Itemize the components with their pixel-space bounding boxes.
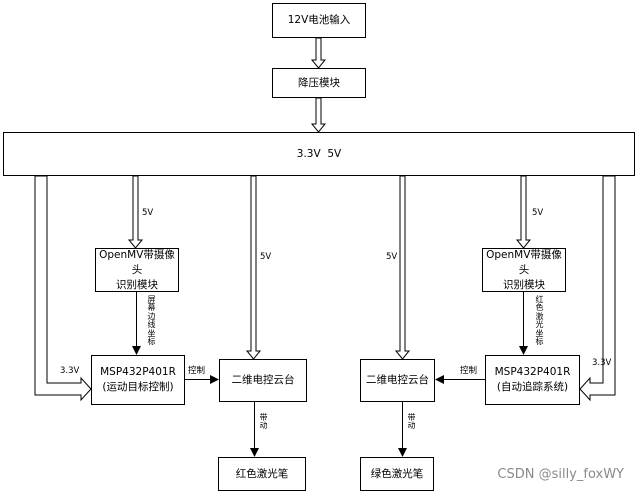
openmv-right-label: OpenMV带摄像头 识别模块: [486, 248, 562, 291]
red-laser-box: 红色激光笔: [218, 457, 306, 491]
csdn-watermark: CSDN @silly_foxWY: [497, 467, 624, 482]
arrowhead-msp-right-control: [435, 375, 444, 384]
edge-label-5v-gimbal-right: 5V: [386, 252, 398, 262]
edge-label-3v3-msp-right: 3.3V: [592, 358, 612, 368]
arrowhead-msp-left-control: [210, 375, 219, 384]
arrow-bus-to-msp-left: [34, 175, 92, 402]
openmv-left-box: OpenMV带摄像头 识别模块: [95, 248, 179, 292]
arrow-bus-to-gimbal-right: [394, 175, 411, 360]
edge-label-5v-openmv-right: 5V: [532, 208, 544, 218]
gimbal-left-label: 二维电控云台: [231, 374, 295, 386]
power-bus-box: 3.3V 5V: [3, 132, 635, 176]
arrowhead-gimbal-left-to-laser: [250, 448, 259, 457]
battery-input-box: 12V电池输入: [272, 3, 366, 38]
arrow-battery-to-buck: [310, 37, 327, 69]
edge-label-red-laser-coords: 红色激光坐标: [535, 295, 544, 347]
edge-label-screen-edge-coords: 屏幕边线坐标: [147, 295, 156, 347]
power-bus-label: 3.3V 5V: [296, 147, 342, 160]
edge-label-5v-gimbal-left: 5V: [260, 252, 272, 262]
arrowhead-openmv-left-to-msp: [132, 346, 141, 355]
openmv-left-label: OpenMV带摄像头 识别模块: [99, 248, 175, 291]
battery-input-label: 12V电池输入: [287, 14, 351, 26]
msp-right-box: MSP432P401R (自动追踪系统): [485, 355, 580, 405]
edge-label-drive-right: 带动: [407, 413, 416, 431]
arrow-buck-to-bus: [310, 97, 327, 133]
gimbal-left-box: 二维电控云台: [219, 359, 307, 402]
arrowhead-openmv-right-to-msp: [519, 346, 528, 355]
arrowhead-gimbal-right-to-laser: [398, 448, 407, 457]
edge-label-control-left: 控制: [188, 366, 206, 376]
buck-module-label: 降压模块: [298, 76, 340, 89]
msp-right-label: MSP432P401R (自动追踪系统): [494, 366, 571, 393]
msp-left-box: MSP432P401R (运动目标控制): [91, 355, 185, 405]
edge-label-3v3-msp-left: 3.3V: [60, 366, 80, 376]
green-laser-label: 绿色激光笔: [370, 467, 424, 480]
arrow-bus-to-msp-right: [579, 175, 616, 402]
edge-label-control-right: 控制: [460, 366, 478, 376]
openmv-right-box: OpenMV带摄像头 识别模块: [482, 248, 566, 292]
buck-module-box: 降压模块: [272, 68, 366, 98]
gimbal-right-box: 二维电控云台: [360, 359, 435, 402]
arrow-bus-to-gimbal-left: [245, 175, 262, 360]
arrow-bus-to-openmv-right: [515, 175, 532, 249]
green-laser-box: 绿色激光笔: [360, 457, 434, 491]
gimbal-right-label: 二维电控云台: [366, 374, 429, 386]
edge-label-drive-left: 带动: [259, 413, 268, 431]
arrow-bus-to-openmv-left: [127, 175, 144, 249]
edge-label-5v-openmv-left: 5V: [142, 208, 154, 218]
msp-left-label: MSP432P401R (运动目标控制): [100, 366, 176, 393]
red-laser-label: 红色激光笔: [235, 467, 289, 480]
